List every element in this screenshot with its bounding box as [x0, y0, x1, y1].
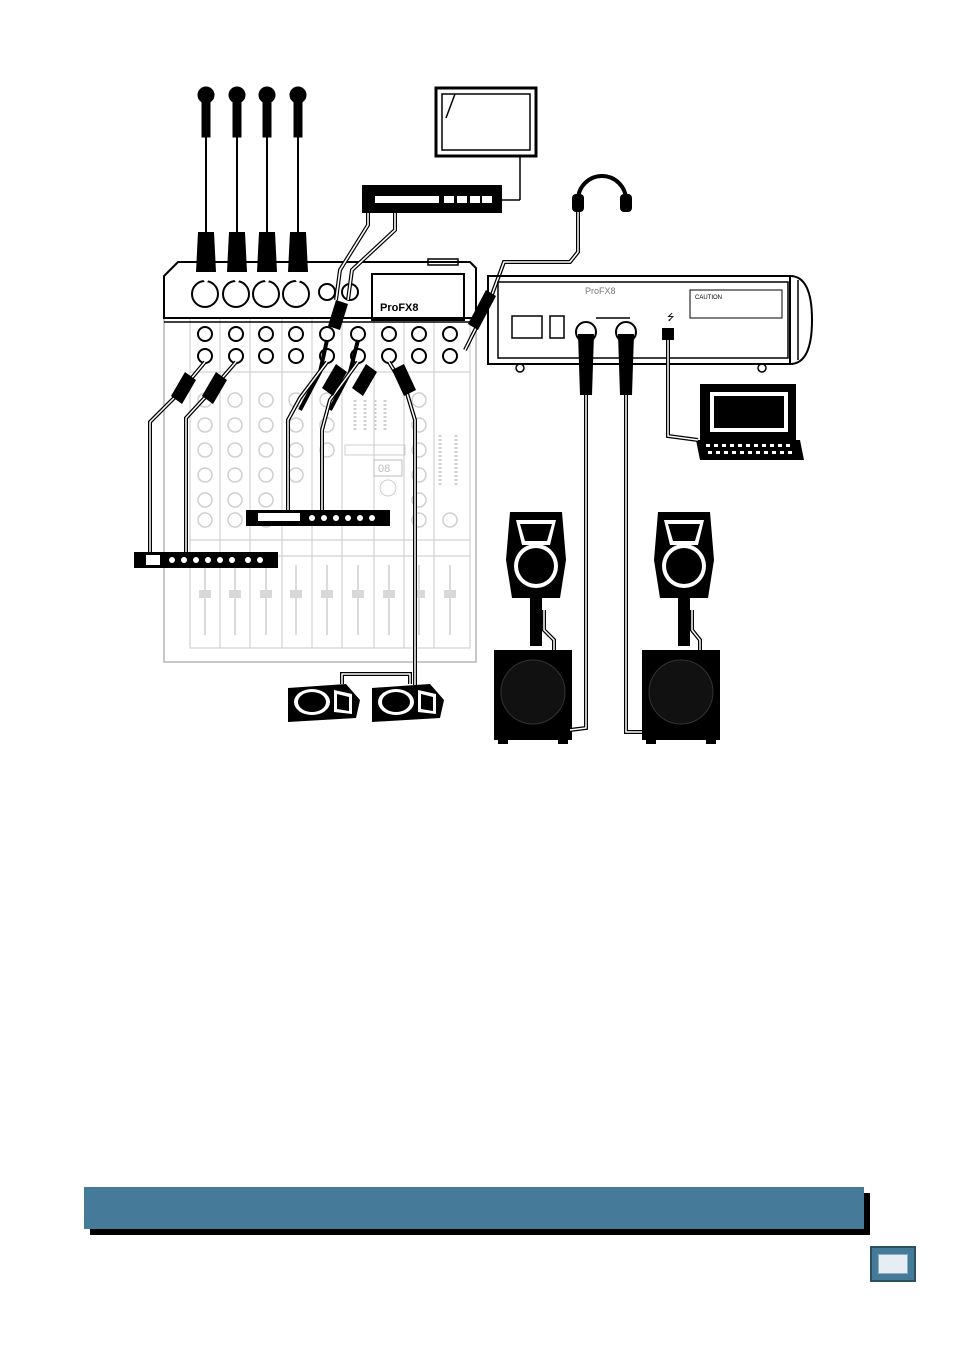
subwoofer-left-icon: [494, 650, 572, 744]
headphones-icon: [572, 176, 632, 212]
mixer-brand-label: ProFX8: [380, 302, 419, 314]
rear-brand-label: ProFX8: [585, 286, 616, 296]
video-monitor-icon: [436, 88, 536, 200]
rack-processor-top-icon: [246, 510, 390, 526]
media-player-icon: [362, 185, 502, 213]
usb-symbol: ⭍: [667, 312, 675, 322]
subwoofer-right-icon: [642, 650, 720, 744]
monitor-link-cable: [342, 674, 410, 684]
stage-monitor-right-icon: [372, 684, 444, 722]
loudspeaker-left-icon: [506, 512, 566, 646]
section-header-bar: [84, 1187, 864, 1229]
rack-processor-bottom-icon: [134, 552, 278, 568]
connection-diagram: 08 ProFX8: [0, 0, 954, 1180]
laptop-icon: [696, 384, 804, 460]
microphone-icon: [196, 87, 308, 284]
page-number-box: [870, 1246, 916, 1282]
loudspeaker-right-icon: [654, 512, 714, 646]
stage-monitor-left-icon: [288, 684, 360, 722]
headphone-cable: [465, 212, 578, 350]
mixer-rear-panel: ProFX8 CAUTION ⭍: [488, 276, 812, 372]
rear-warning-label: CAUTION: [695, 295, 722, 301]
mixer-input-row: ProFX8: [164, 259, 476, 363]
usb-cable: [668, 340, 698, 440]
fx-display-readout: 08: [378, 463, 390, 475]
